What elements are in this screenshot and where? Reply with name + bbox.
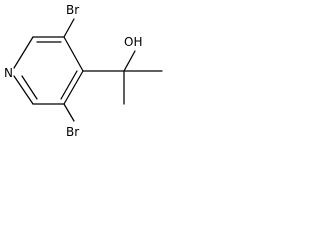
atom-label-oh: OH [124, 35, 142, 49]
bond-c3-br [63, 18, 75, 38]
atom-label-br-top: Br [66, 3, 79, 17]
bond-c6-n1 [13, 75, 34, 105]
bond-cq-oh [123, 50, 136, 72]
bond-c4-c5-double [60, 70, 78, 100]
structure-diagram: N Br Br OH [4, 3, 163, 139]
bond-c5-br [63, 103, 75, 122]
pyridine-ring [13, 36, 84, 105]
atom-label-br-bottom: Br [66, 125, 79, 139]
bond-c6-n1-double [21, 75, 38, 100]
bond-n1-c2 [13, 36, 34, 69]
bond-c4-c5 [63, 70, 84, 105]
atom-label-n: N [4, 66, 13, 80]
bond-c3-c4 [63, 36, 84, 72]
